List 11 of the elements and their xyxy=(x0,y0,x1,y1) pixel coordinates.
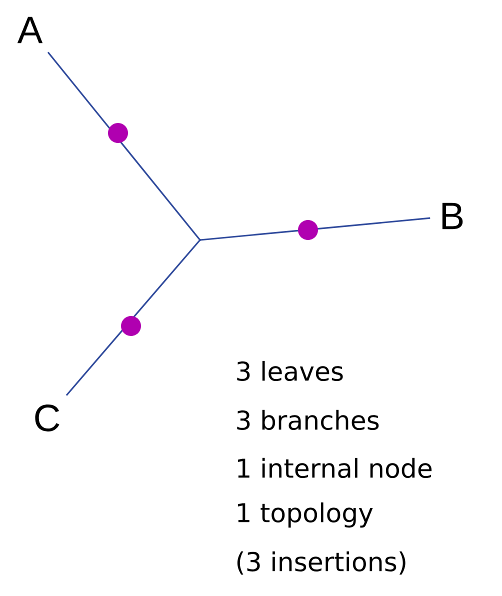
leaf-label: A xyxy=(17,16,43,44)
leaf-label: C xyxy=(35,404,60,432)
note-text: (3 insertions) xyxy=(237,551,406,575)
note-text: 1 topology xyxy=(238,502,373,528)
leaf-label: B xyxy=(442,202,463,230)
tree-branch xyxy=(47,52,201,240)
note-text: 3 leaves xyxy=(237,360,343,382)
tree-branch xyxy=(200,217,430,241)
note-text: 3 branches xyxy=(237,410,379,430)
note-text: 1 internal node xyxy=(238,458,432,478)
tree-branch xyxy=(66,239,201,396)
